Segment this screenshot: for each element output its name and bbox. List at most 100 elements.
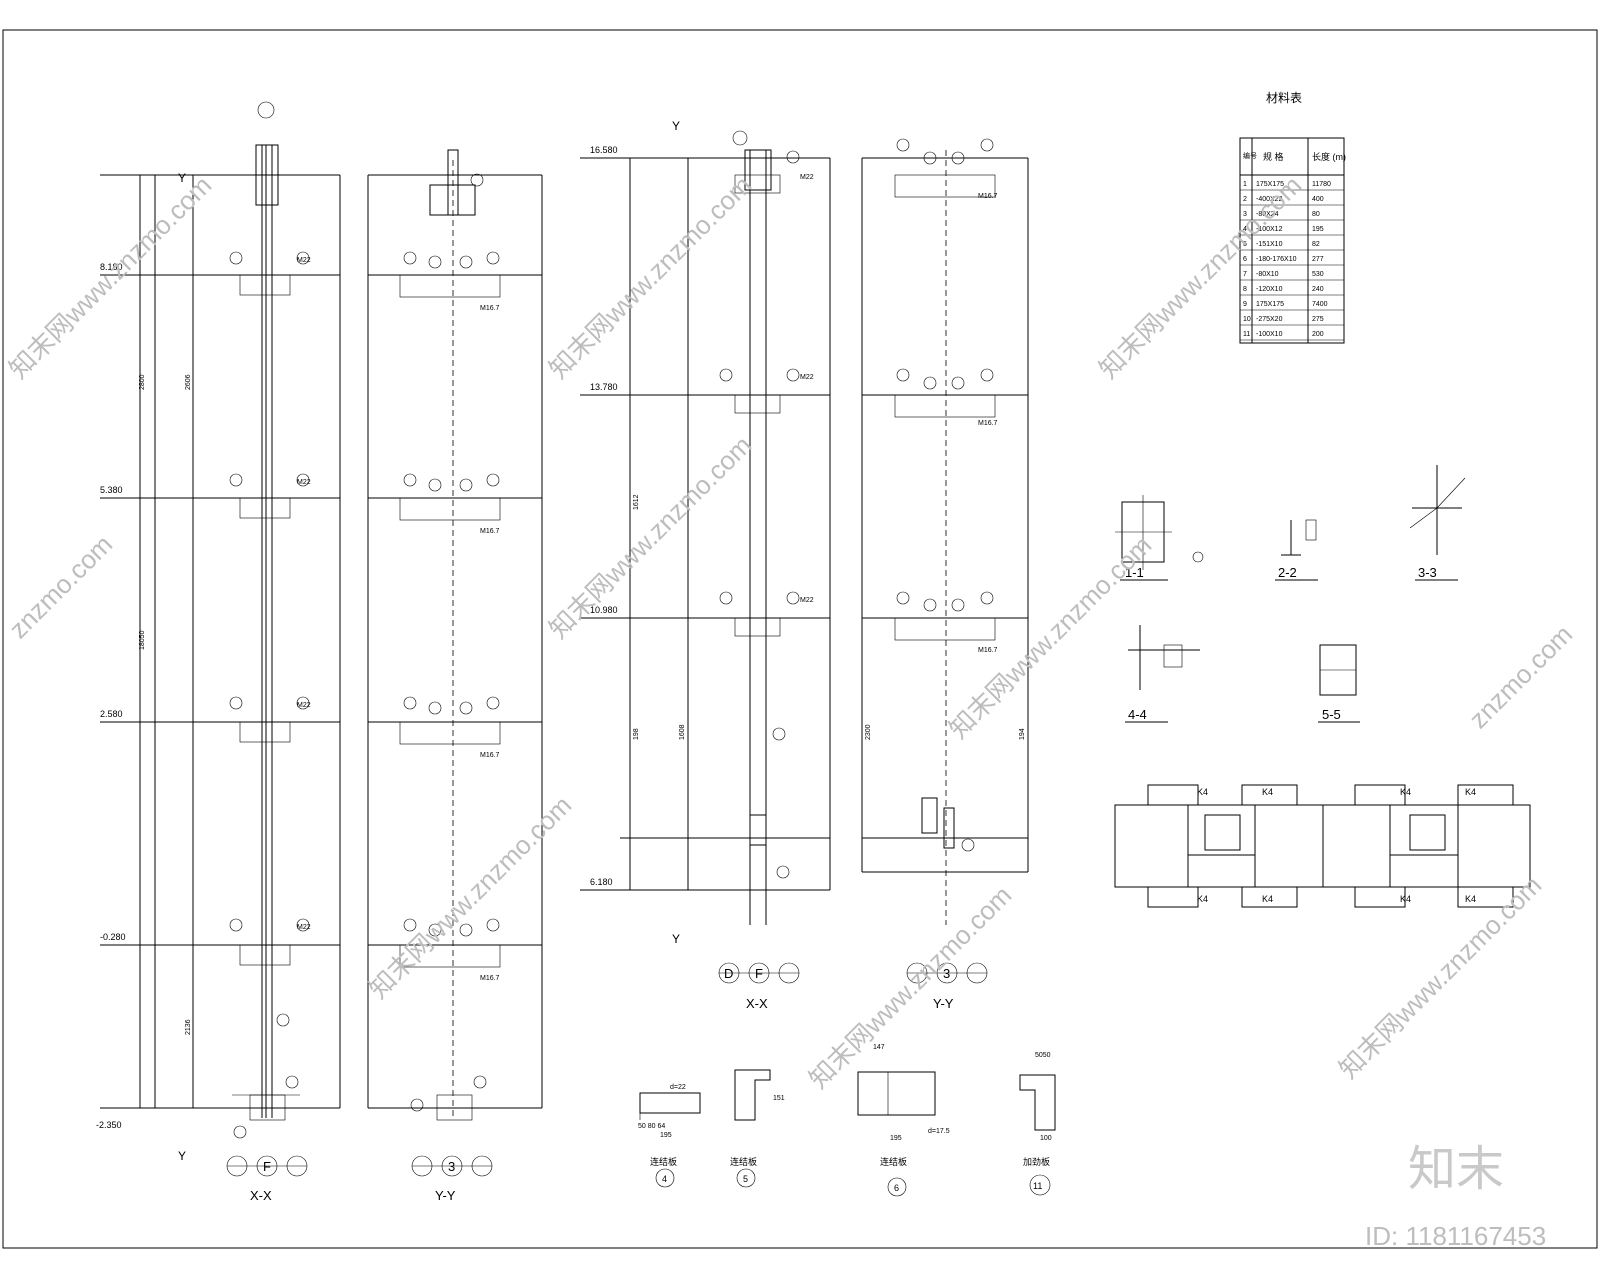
table-cell-no: 10 [1243,316,1251,323]
plate-name: 连结板 [730,1156,757,1167]
table-cell-length: 200 [1312,331,1324,338]
axis-circle-label: D [724,966,733,981]
section-label-5-5: 5-5 [1322,707,1341,722]
elev-m2350: -2.350 [96,1120,122,1130]
table-cell-spec: -400X22 [1256,196,1283,203]
table-cell-spec: 175X175 [1256,181,1284,188]
detail-plate-11: 5050 100 加劲板 11 [1019,1052,1056,1196]
weld-label: M22 [297,924,311,931]
bracket-k4: K4 [1197,787,1208,797]
table-cell-spec: -151X10 [1256,241,1283,248]
bolt-label: M16.7 [978,420,998,427]
weld-label: M22 [297,702,311,709]
detail-plate-5: 151 连结板 5 [730,1069,785,1188]
watermark-text: 知末网www.znzmo.com [3,170,217,384]
elev-2580: 2.580 [100,709,123,719]
table-cell-length: 530 [1312,271,1324,278]
watermark-text: 知末网www.znzmo.com [543,430,757,644]
dim-1608: 194 [1019,728,1026,740]
elev-13780: 13.780 [590,382,618,392]
dim-2300: 198 [633,728,640,740]
table-cell-no: 7 [1243,271,1247,278]
plate-number: 5 [743,1174,748,1184]
dim-7400: 1612 [633,494,640,510]
bolt-label: M16.7 [480,752,500,759]
table-cell-length: 7400 [1312,301,1328,308]
elev-16580: 16.580 [590,145,618,155]
watermark-text: znzmo.com [1463,619,1578,734]
watermark-text: 知末网www.znzmo.com [543,170,757,384]
table-cell-spec: -80X24 [1256,211,1279,218]
material-table-title: 材料表 [1266,91,1302,105]
plate-dim: 195 [660,1132,672,1139]
table-cell-no: 2 [1243,196,1247,203]
plan-view: K4 K4 K4 K4 K4 K4 K4 K4 [1114,784,1531,908]
bolt-label: M16.7 [978,647,998,654]
dim-2606: 2606 [185,374,192,390]
axis-circle-label: 3 [448,1159,455,1174]
plate-number: 6 [894,1183,899,1193]
bracket-k4: K4 [1465,894,1476,904]
table-cell-no: 9 [1243,301,1247,308]
table-cell-spec: -80X10 [1256,271,1279,278]
table-cell-spec: 175X175 [1256,301,1284,308]
table-cell-no: 1 [1243,181,1247,188]
plate-dim: 50 80 64 [638,1123,665,1130]
table-cell-length: 80 [1312,211,1320,218]
bolt-label: M16.7 [480,975,500,982]
watermark-logo: 知末 [1408,1143,1504,1196]
table-cell-length: 277 [1312,256,1324,263]
table-cell-length: 240 [1312,286,1324,293]
plate-number: 4 [662,1174,667,1184]
material-table-header-no: 编号 [1243,151,1257,160]
bolt-label: M16.7 [978,193,998,200]
table-cell-no: 11 [1243,331,1250,338]
watermark-text: 知末网www.znzmo.com [1333,870,1547,1084]
view-label-x-x: X-X [746,996,768,1011]
dim-2136: 2136 [185,1019,192,1035]
dim-1606: 1608 [679,724,686,740]
table-cell-spec: -180-176X10 [1256,256,1297,263]
table-cell-length: 275 [1312,316,1324,323]
column-4-elevation: M16.7 M16.7 M16.7 2300 194 3 Y-Y [861,138,1029,1011]
watermarks: 知末网www.znzmo.com znzmo.com 知末网www.znzmo.… [3,170,1578,1251]
weld-label: M22 [800,597,814,604]
axis-y-label: Y [178,1149,186,1163]
section-details: 1-1 2-2 3-3 4-4 5-5 [1115,465,1466,723]
table-cell-length: 82 [1312,241,1320,248]
table-cell-length: 11780 [1312,181,1331,188]
column-2-elevation: M16.7 M16.7 M16.7 M16.7 3 Y-Y [367,149,543,1203]
section-label-1-1: 1-1 [1125,565,1144,580]
axis-circle-label: F [755,966,763,981]
detail-plate-4: d=22 50 80 64 195 连结板 4 [638,1084,701,1188]
plate-name: 连结板 [650,1156,677,1167]
plate-name: 连结板 [880,1156,907,1167]
axis-y-label: Y [672,932,680,946]
bracket-k4: K4 [1465,787,1476,797]
material-table-header-spec: 规 格 [1263,151,1284,162]
watermark-text: znzmo.com [3,529,118,644]
bracket-k4: K4 [1262,894,1273,904]
table-cell-length: 195 [1312,226,1324,233]
view-label-y-y: Y-Y [933,996,954,1011]
table-cell-no: 6 [1243,256,1247,263]
weld-label: M22 [800,374,814,381]
table-cell-spec: -100X10 [1256,331,1283,338]
sheet-border [2,29,1598,1249]
detail-plate-6: 147 d=17.5 195 连结板 6 [857,1044,950,1197]
plate-dim: 147 [873,1044,885,1051]
plate-dim: 5050 [1035,1052,1051,1059]
elev-m0280: -0.280 [100,932,126,942]
table-cell-spec: -120X10 [1256,286,1283,293]
axis-y-label: Y [672,119,680,133]
column-3-elevation: 16.580 13.780 10.980 6.180 Y Y 1612 198 … [580,119,831,1011]
table-cell-no: 5 [1243,241,1247,248]
table-cell-length: 400 [1312,196,1324,203]
watermark-text: 知末网www.znzmo.com [943,530,1157,744]
plate-dim: d=22 [670,1084,686,1091]
bracket-k4: K4 [1400,894,1411,904]
